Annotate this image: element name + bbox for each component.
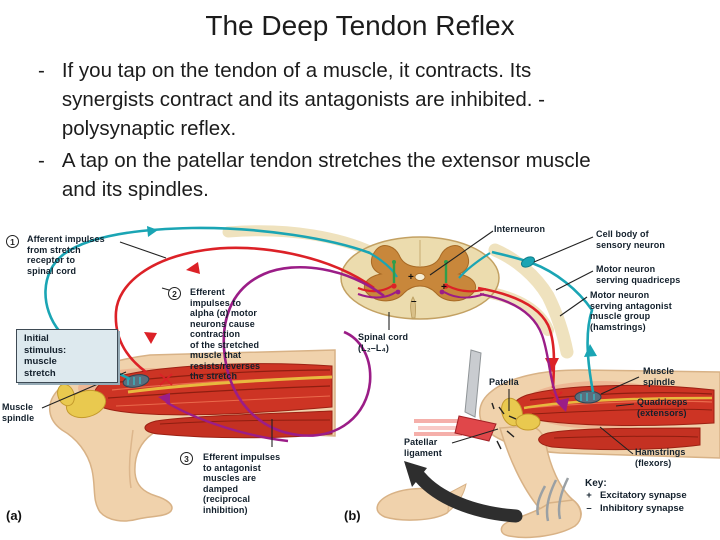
- label-muscle-spindle-right: Muscle spindle: [643, 366, 676, 387]
- label-interneuron: Interneuron: [494, 224, 546, 234]
- bullet-marker: -: [38, 149, 45, 172]
- figure-b-label: (b): [344, 508, 361, 523]
- efferent-fiber-left: [114, 246, 375, 386]
- inhibitory-synapse-mark: –: [411, 296, 417, 307]
- legend-title: Key:: [585, 478, 607, 489]
- step-label-efferent-antagonist: Efferent impulses to antagonist muscles …: [203, 452, 281, 515]
- label-patellar-ligament: Patellar ligament: [404, 437, 442, 458]
- label-motor-antagonist: Motor neuron serving antagonist muscle g…: [590, 290, 672, 332]
- label-spinal-cord: Spinal cord (L₂–L₄): [358, 332, 409, 353]
- antagonist-fiber-right: [479, 292, 569, 412]
- reflex-hammer: [414, 349, 517, 450]
- bullet-marker: -: [38, 59, 45, 82]
- legend: Key: + Excitatory synapse – Inhibitory s…: [585, 477, 687, 515]
- impact-marks: [491, 402, 517, 450]
- bullet-text: If you tap on the tendon of a muscle, it…: [61, 59, 545, 140]
- motion-lines: [536, 477, 570, 522]
- step-number-2: 2: [168, 287, 181, 300]
- legend-item-label: Excitatory synapse: [600, 490, 687, 501]
- step-label-efferent-alpha: Efferent impulses to alpha (α) motor neu…: [190, 287, 261, 381]
- bullet-list: - If you tap on the tendon of a muscle, …: [38, 56, 698, 207]
- minus-symbol: –: [586, 502, 592, 514]
- bullet-text: A tap on the patellar tendon stretches t…: [61, 149, 591, 201]
- label-hamstrings: Hamstrings (flexors): [635, 447, 686, 468]
- label-muscle-spindle-left: Muscle spindle: [2, 402, 35, 423]
- label-patella: Patella: [489, 377, 519, 387]
- antagonist-fiber-loop: [158, 265, 385, 443]
- label-cell-body: Cell body of sensory neuron: [596, 229, 665, 250]
- figure-a-label: (a): [6, 508, 22, 523]
- muscle-spindle-right-shape: [574, 390, 602, 404]
- step-number-3: 3: [180, 452, 193, 465]
- pointer-lines: [41, 230, 640, 455]
- excitatory-synapse-mark: +: [441, 282, 447, 293]
- step-number-1: 1: [6, 235, 19, 248]
- leg-b-illustration: [376, 369, 720, 539]
- spinal-cord-cross-section: [340, 236, 500, 320]
- legend-item-inhibitory: – Inhibitory synapse: [585, 503, 687, 516]
- afferent-fiber-right: [491, 250, 597, 393]
- initial-stimulus-box: Initial stimulus: muscle stretch: [16, 329, 118, 383]
- step-label-afferent: Afferent impulses from stretch receptor …: [27, 234, 105, 276]
- kick-arrow: [404, 461, 523, 523]
- label-motor-quadriceps: Motor neuron serving quadriceps: [596, 264, 681, 285]
- label-quadriceps: Quadriceps (extensors): [637, 397, 688, 418]
- page-title: The Deep Tendon Reflex: [205, 10, 515, 41]
- legend-item-label: Inhibitory synapse: [600, 502, 684, 514]
- excitatory-synapse-mark: +: [408, 272, 414, 283]
- plus-symbol: +: [586, 490, 592, 501]
- list-item: - A tap on the patellar tendon stretches…: [38, 146, 698, 204]
- legend-item-excitatory: + Excitatory synapse: [585, 490, 687, 503]
- list-item: - If you tap on the tendon of a muscle, …: [38, 56, 698, 143]
